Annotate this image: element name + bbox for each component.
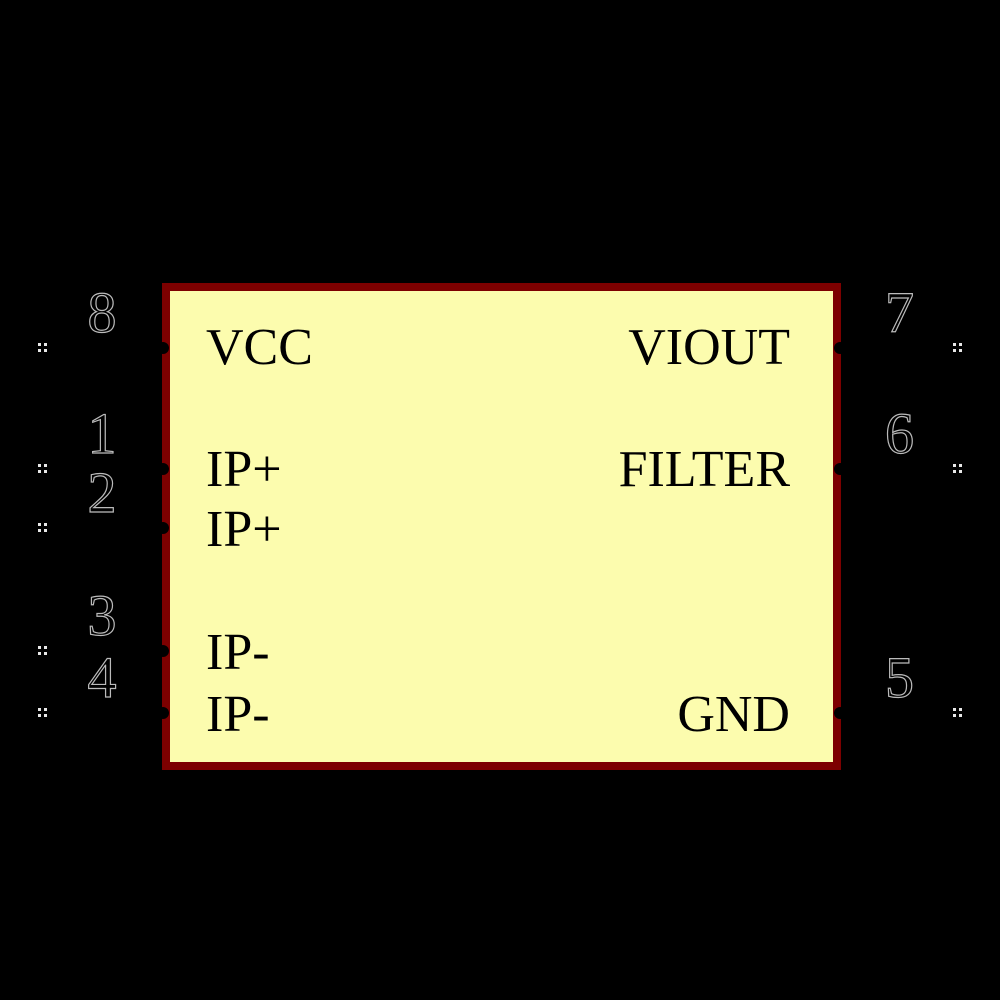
pin-number: 6 bbox=[884, 401, 914, 466]
pin-number: 2 bbox=[87, 460, 117, 525]
pin-connection-dot bbox=[157, 342, 169, 354]
pin-end-marker bbox=[38, 343, 47, 352]
pin-number: 4 bbox=[87, 645, 117, 710]
pin-label-viout: VIOUT bbox=[628, 319, 790, 376]
pin-label-ip-plus-1: IP+ bbox=[206, 441, 282, 498]
pin-connection-dot bbox=[834, 342, 846, 354]
pin-label-gnd: GND bbox=[677, 686, 790, 743]
pin-line bbox=[42, 527, 162, 529]
pin-number: 7 bbox=[884, 280, 914, 345]
pin-line bbox=[42, 712, 162, 714]
pin-end-marker bbox=[38, 708, 47, 717]
symbol-body[interactable] bbox=[162, 283, 841, 770]
pin-connection-dot bbox=[834, 707, 846, 719]
pin-end-marker bbox=[953, 708, 962, 717]
pin-end-marker bbox=[953, 464, 962, 473]
pin-end-marker bbox=[38, 646, 47, 655]
pin-line bbox=[42, 468, 162, 470]
pin-label-vcc: VCC bbox=[206, 319, 313, 376]
pin-connection-dot bbox=[834, 463, 846, 475]
pin-connection-dot bbox=[157, 645, 169, 657]
pin-number: 5 bbox=[884, 645, 914, 710]
pin-number: 8 bbox=[87, 280, 117, 345]
pin-line bbox=[841, 468, 958, 470]
pin-label-ip-minus-2: IP- bbox=[206, 686, 270, 743]
pin-end-marker bbox=[953, 343, 962, 352]
pin-connection-dot bbox=[157, 707, 169, 719]
pin-label-filter: FILTER bbox=[618, 441, 790, 498]
pin-label-ip-plus-2: IP+ bbox=[206, 501, 282, 558]
pin-line bbox=[841, 347, 958, 349]
pin-label-ip-minus-1: IP- bbox=[206, 624, 270, 681]
pin-line bbox=[42, 347, 162, 349]
pin-end-marker bbox=[38, 464, 47, 473]
pin-number: 3 bbox=[87, 583, 117, 648]
pin-line bbox=[841, 712, 958, 714]
pin-connection-dot bbox=[157, 463, 169, 475]
pin-end-marker bbox=[38, 523, 47, 532]
pin-number: 1 bbox=[87, 401, 117, 466]
pin-connection-dot bbox=[157, 522, 169, 534]
pin-line bbox=[42, 650, 162, 652]
